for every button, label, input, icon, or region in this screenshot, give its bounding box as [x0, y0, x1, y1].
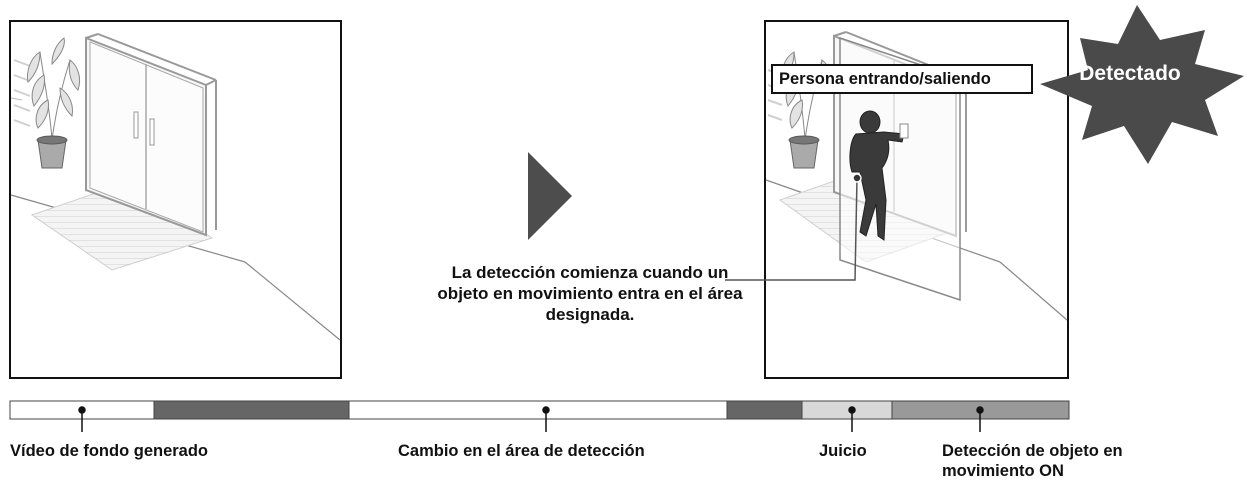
potted-plant-icon — [27, 37, 81, 169]
burst-icon — [1040, 5, 1244, 164]
timeline-markers — [78, 406, 984, 432]
detection-caption: La detección comienza cuando un objeto e… — [437, 263, 743, 324]
play-arrow-icon — [528, 152, 572, 240]
timeline-label-background: Vídeo de fondo generado — [10, 442, 209, 460]
detected-label: Detectado — [1079, 62, 1181, 85]
timeline-bar — [9, 400, 1070, 420]
person-icon — [849, 110, 909, 241]
person-label: Persona entrando/saliendo — [771, 64, 1033, 94]
door-icon — [85, 33, 217, 237]
background-scene-panel — [9, 20, 342, 379]
timeline-label-detection-on: Detección de objeto en movimiento ON — [942, 442, 1123, 480]
timeline-label-change: Cambio en el área de detección — [398, 442, 645, 460]
timeline-label-judgment: Juicio — [819, 442, 867, 460]
